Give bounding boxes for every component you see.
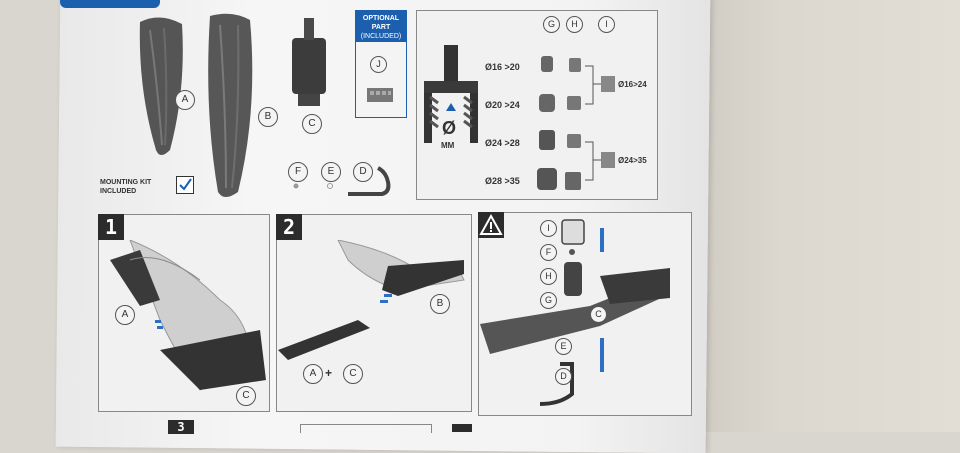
part-b-marker: B bbox=[258, 107, 278, 127]
col-g-marker: G bbox=[543, 16, 560, 33]
part-c-marker: C bbox=[302, 114, 322, 134]
size-row-2: Ø20 >24 bbox=[485, 100, 520, 110]
step-2-number: 2 bbox=[276, 214, 302, 240]
assembly-d-marker: D bbox=[555, 368, 572, 385]
assembly-f-marker: F bbox=[540, 244, 557, 261]
step-1-c-marker: C bbox=[236, 386, 256, 406]
optional-included-label: (INCLUDED) bbox=[360, 33, 402, 40]
mounting-kit-label: MOUNTING KIT INCLUDED bbox=[100, 179, 152, 195]
warning-icon bbox=[478, 212, 504, 238]
assembly-i-marker: I bbox=[540, 220, 557, 237]
step-1-number: 1 bbox=[98, 214, 124, 240]
step-2-arrow-dash bbox=[380, 300, 388, 303]
mounting-kit-checkbox bbox=[176, 176, 194, 194]
part-a-marker: A bbox=[175, 90, 195, 110]
step-2-a-marker: A bbox=[303, 364, 323, 384]
diameter-symbol: Ø bbox=[442, 118, 457, 138]
size-row-4: Ø28 >35 bbox=[485, 176, 520, 186]
assembly-c-marker: C bbox=[590, 306, 607, 323]
part-j-icon bbox=[367, 88, 393, 102]
range-label-1: Ø16>24 bbox=[618, 80, 647, 89]
optional-label: OPTIONAL bbox=[362, 15, 400, 22]
step-1-illustration bbox=[110, 240, 266, 391]
step-2-illustration bbox=[278, 240, 465, 360]
step-2-b-marker: B bbox=[430, 294, 450, 314]
size-row-3: Ø24 >28 bbox=[485, 138, 520, 148]
step-1-arrow-dash bbox=[155, 320, 161, 323]
unit-label: MM bbox=[441, 141, 455, 150]
step-1-arrow-dash-2 bbox=[157, 326, 163, 329]
part-j-marker: J bbox=[370, 56, 387, 73]
part-f-marker: F bbox=[288, 162, 308, 182]
spacer-parts-grid bbox=[537, 56, 615, 190]
mudguard-illustrations bbox=[139, 13, 326, 197]
step-2-arrow-dash-2 bbox=[384, 294, 392, 297]
small-parts-icons bbox=[293, 166, 391, 196]
col-i-marker: I bbox=[598, 16, 615, 33]
assembly-arrow-up bbox=[600, 338, 604, 372]
next-step-edge bbox=[452, 424, 472, 432]
assembly-h-marker: H bbox=[540, 268, 557, 285]
next-panel-edge bbox=[300, 424, 432, 433]
col-h-marker: H bbox=[566, 16, 583, 33]
size-row-1: Ø16 >20 bbox=[485, 62, 520, 72]
blue-header-strip bbox=[60, 0, 160, 8]
step-3-number: 3 bbox=[168, 420, 194, 434]
assembly-arrow-down bbox=[600, 228, 604, 252]
size-chart-panel bbox=[416, 10, 658, 200]
table-background bbox=[690, 0, 960, 432]
part-e-marker: E bbox=[321, 162, 341, 182]
range-label-2: Ø24>35 bbox=[618, 156, 647, 165]
optional-part-label: PART bbox=[371, 24, 391, 31]
part-d-marker: D bbox=[353, 162, 373, 182]
step-1-a-marker: A bbox=[115, 305, 135, 325]
assembly-g-marker: G bbox=[540, 292, 557, 309]
assembly-e-marker: E bbox=[555, 338, 572, 355]
step-2-c-marker: C bbox=[343, 364, 363, 384]
step-2-plus: + bbox=[325, 366, 333, 380]
fork-diagram bbox=[424, 45, 478, 143]
assembly-illustration bbox=[480, 219, 670, 406]
